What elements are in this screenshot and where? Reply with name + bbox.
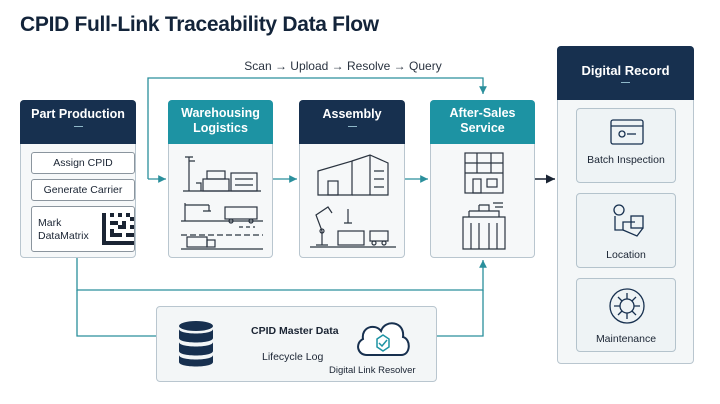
stage-header: Warehousing Logistics: [168, 100, 273, 144]
page-title: CPID Full-Link Traceability Data Flow: [20, 13, 379, 36]
header-dash: [621, 82, 630, 83]
factory-icon: [317, 154, 389, 196]
browser-inspection-icon: [610, 119, 644, 145]
master-data-label: CPID Master Data: [251, 325, 339, 337]
record-batch-inspection[interactable]: Batch Inspection: [576, 108, 676, 183]
assign-cpid-step[interactable]: Assign CPID: [31, 152, 135, 174]
stage-title: Assembly: [322, 107, 382, 121]
mark-datamatrix-label: Mark DataMatrix: [38, 217, 89, 242]
stage-warehousing[interactable]: Warehousing Logistics: [168, 100, 273, 258]
record-label: Location: [606, 249, 646, 261]
panel-header: Digital Record: [557, 46, 694, 100]
stage-title: After-Sales Service: [449, 106, 516, 135]
record-location[interactable]: Location: [576, 193, 676, 268]
stage-header: Assembly: [299, 100, 405, 144]
stage-header: After-Sales Service: [430, 100, 535, 144]
lifecycle-log-label: Lifecycle Log: [262, 351, 324, 363]
stage-title: Warehousing Logistics: [181, 106, 260, 135]
datamatrix-icon: [102, 213, 134, 245]
mark-datamatrix-step[interactable]: Mark DataMatrix: [31, 206, 135, 252]
robot-arm-icon: [310, 206, 396, 248]
stage-part-production[interactable]: Part Production Assign CPID Generate Car…: [20, 100, 136, 258]
location-network-icon: [613, 204, 644, 237]
flow-label: Scan → Upload → Resolve → Query: [244, 59, 442, 73]
header-dash: [73, 126, 83, 127]
record-label: Batch Inspection: [587, 154, 665, 166]
warehouse-icon: [183, 156, 261, 192]
stage-title: Part Production: [31, 107, 125, 121]
record-label: Maintenance: [595, 333, 657, 345]
cloud-resolver-icon: [357, 322, 410, 356]
service-center-icon: [462, 202, 506, 250]
stage-after-sales[interactable]: After-Sales Service: [430, 100, 535, 258]
header-dash: [347, 126, 357, 127]
stage-assembly[interactable]: Assembly: [299, 100, 405, 258]
data-hub-panel[interactable]: CPID Master Data Lifecycle Log Digital L…: [156, 306, 437, 382]
truck-crane-icon: [181, 203, 263, 250]
resolver-label: Digital Link Resolver: [329, 365, 416, 376]
panel-title: Digital Record: [581, 63, 670, 78]
stage-header: Part Production: [20, 100, 136, 144]
generate-carrier-step[interactable]: Generate Carrier: [31, 179, 135, 201]
database-icon: [179, 321, 213, 367]
service-building-icon: [464, 152, 504, 194]
record-maintenance[interactable]: Maintenance: [576, 278, 676, 352]
digital-record-panel[interactable]: Digital Record Batch Inspection Location: [557, 46, 694, 364]
gear-maintenance-icon: [609, 288, 645, 324]
